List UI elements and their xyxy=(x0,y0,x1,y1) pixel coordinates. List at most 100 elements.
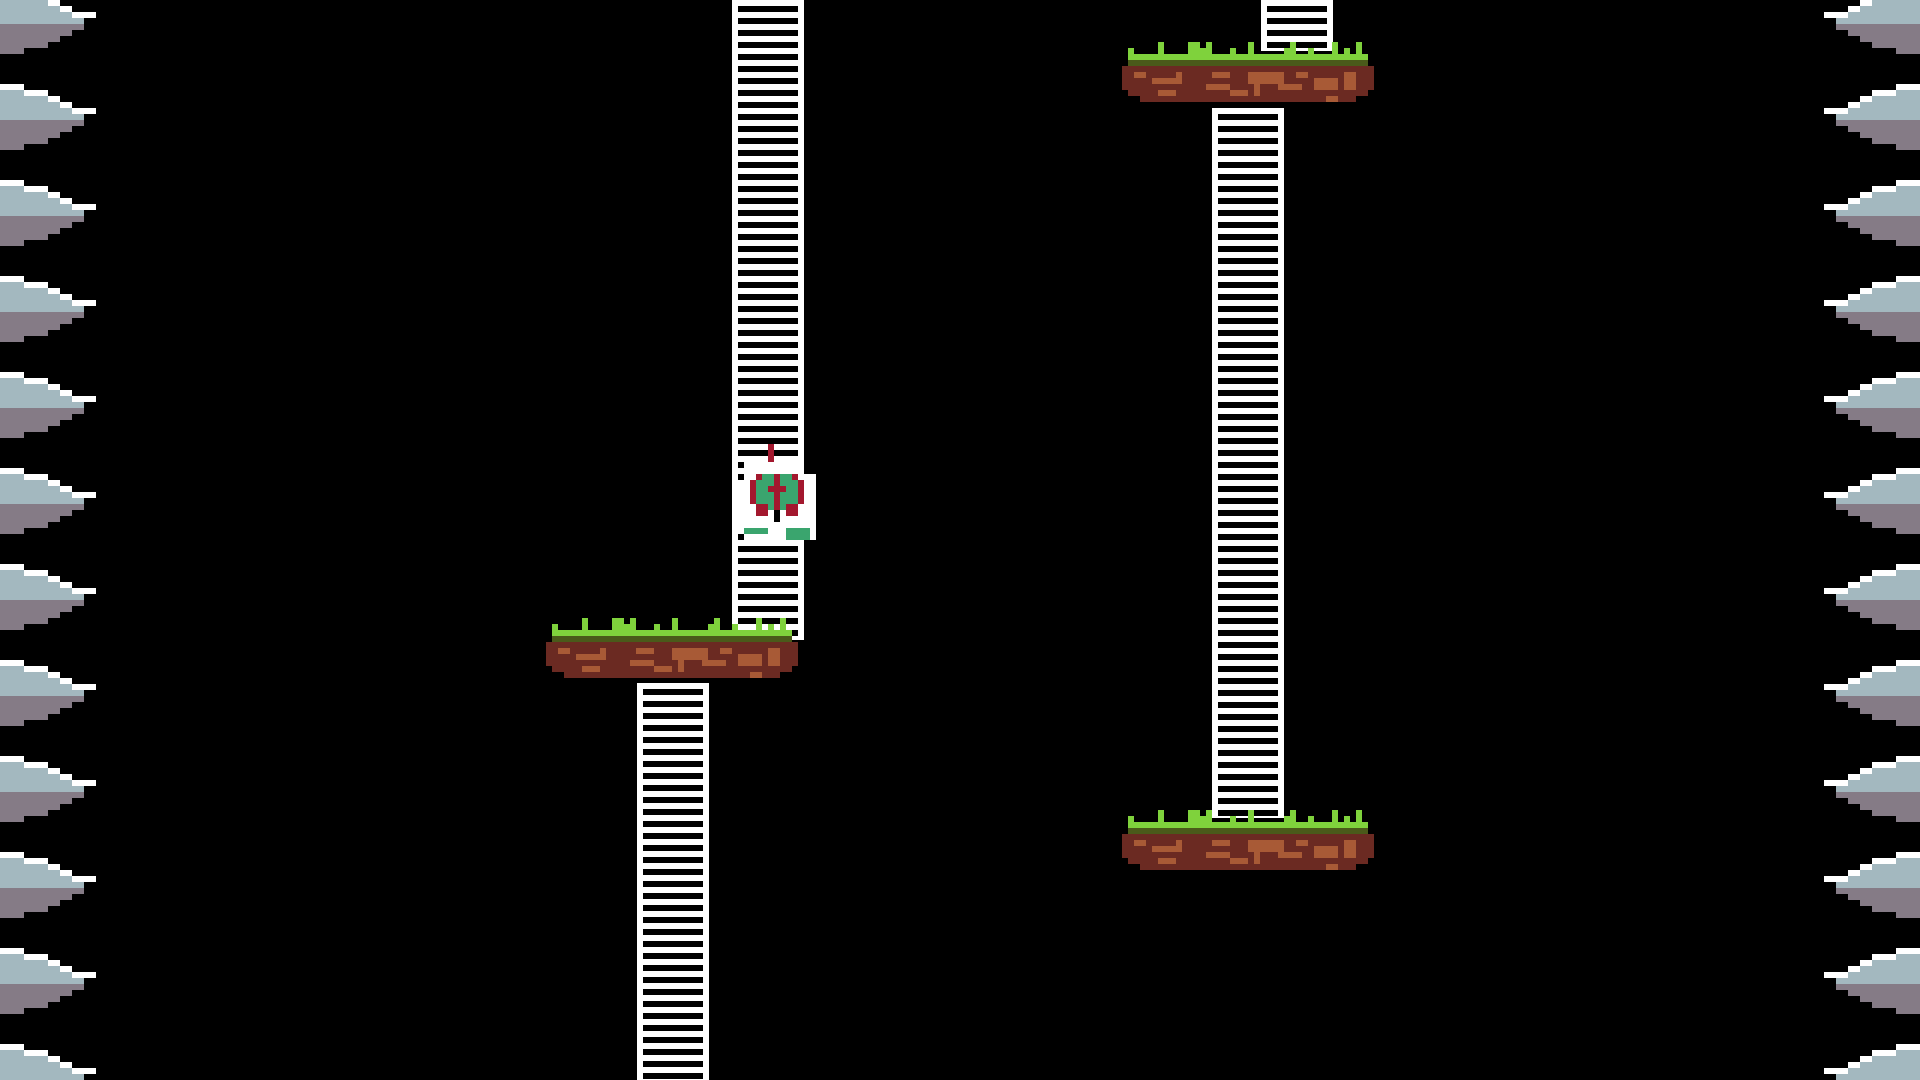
ladder-rung-gap xyxy=(738,402,798,408)
grass-blade xyxy=(1332,42,1338,54)
spike xyxy=(0,276,96,342)
ladder-rung-gap xyxy=(1218,786,1278,792)
ladder-rung-gap xyxy=(1218,342,1278,348)
ladder-rung-gap xyxy=(643,701,703,707)
ladder-rung-gap xyxy=(1218,594,1278,600)
ladder-rung-gap xyxy=(1218,522,1278,528)
ladder-rung-gap xyxy=(738,102,798,108)
ladder-rung-gap xyxy=(1218,270,1278,276)
grass-blade xyxy=(1188,810,1194,822)
spike xyxy=(0,660,96,726)
ladder-rung-gap xyxy=(738,114,798,120)
ladder-rung-gap xyxy=(1218,582,1278,588)
ladder-rung-gap xyxy=(643,773,703,779)
dirt-texture xyxy=(1278,84,1302,90)
ladder-rung-gap xyxy=(738,210,798,216)
ladder-rung-gap xyxy=(1218,126,1278,132)
grass-blade xyxy=(654,624,660,630)
ladder-rung-gap xyxy=(738,30,798,36)
dirt-texture xyxy=(1152,78,1176,84)
ladder-rung-gap xyxy=(1218,462,1278,468)
ladder-rung-gap xyxy=(738,54,798,60)
ladder-rung-gap xyxy=(1218,678,1278,684)
ladder-rung-gap xyxy=(738,342,798,348)
grass-blade xyxy=(1206,42,1212,54)
grass-blade xyxy=(1158,42,1164,54)
ladder-rung-gap xyxy=(1218,210,1278,216)
ladder-rung-gap xyxy=(1218,198,1278,204)
ladder-rung-gap xyxy=(643,1037,703,1043)
ladder-rung-gap xyxy=(738,270,798,276)
grass-blade xyxy=(1344,48,1350,54)
ladder-rung-gap xyxy=(1218,258,1278,264)
ladder-rung-gap xyxy=(1218,450,1278,456)
ladder-rung-gap xyxy=(643,845,703,851)
ladder-rung-gap xyxy=(1218,702,1278,708)
dirt-texture xyxy=(1314,78,1338,90)
grass-blade xyxy=(1248,42,1254,54)
spike xyxy=(1824,852,1920,918)
ladder-rung-gap xyxy=(1267,30,1327,36)
ladder-rung-gap xyxy=(738,246,798,252)
spike xyxy=(0,948,96,1014)
ladder-rung-gap xyxy=(1218,570,1278,576)
ladder-rung-gap xyxy=(738,174,798,180)
grass-blade xyxy=(714,618,720,630)
ladder-rung-gap xyxy=(1218,150,1278,156)
platforms xyxy=(546,42,1374,870)
dirt-texture xyxy=(600,648,606,660)
grass-blade xyxy=(1290,810,1296,822)
dirt-texture xyxy=(1152,846,1176,852)
ladder-rung-gap xyxy=(738,390,798,396)
ladder-rung-gap xyxy=(643,905,703,911)
ladder-rung-gap xyxy=(643,893,703,899)
ladder-rung-gap xyxy=(643,1013,703,1019)
ladder-rung-gap xyxy=(643,857,703,863)
dirt-texture xyxy=(1344,72,1356,90)
grass-blade xyxy=(756,618,762,630)
spike xyxy=(1824,756,1920,822)
spike xyxy=(1824,0,1920,54)
ladder xyxy=(637,683,709,1080)
ladder-rung-gap xyxy=(1218,246,1278,252)
ladder-rung-gap xyxy=(738,378,798,384)
ladder xyxy=(1261,0,1333,51)
grass-blade xyxy=(780,618,786,630)
spike xyxy=(0,0,96,54)
ladder-rung-gap xyxy=(643,749,703,755)
grass-blade xyxy=(1128,816,1134,822)
dirt-texture xyxy=(654,666,672,672)
spike xyxy=(0,564,96,630)
grass-blade xyxy=(552,624,558,630)
ladder-rung-gap xyxy=(738,414,798,420)
ladder-rung-gap xyxy=(643,821,703,827)
grass-blade xyxy=(1356,810,1362,822)
ladder-rung-gap xyxy=(643,785,703,791)
ladder-rung-gap xyxy=(1218,138,1278,144)
left-spike-wall xyxy=(0,0,96,1080)
ladder-rung-gap xyxy=(1218,558,1278,564)
dirt-texture xyxy=(558,648,570,654)
dirt-texture xyxy=(750,672,762,678)
ladder-rung-gap xyxy=(738,258,798,264)
ladder xyxy=(732,0,804,640)
dirt-texture xyxy=(1248,72,1284,84)
grass-blade xyxy=(1284,48,1290,54)
grass-blade xyxy=(672,618,678,630)
ladder-rung-gap xyxy=(1218,498,1278,504)
grass-blade xyxy=(630,618,636,630)
spike xyxy=(1824,1044,1920,1080)
ladder-rung-gap xyxy=(1218,378,1278,384)
ladder-rung-gap xyxy=(1218,486,1278,492)
spike xyxy=(1824,564,1920,630)
dirt-texture xyxy=(636,648,654,654)
grass-top xyxy=(1128,54,1368,60)
dirt-texture xyxy=(1134,840,1146,846)
grass-blade xyxy=(618,618,624,630)
player-foot xyxy=(744,528,768,534)
ladder-rung-gap xyxy=(1218,330,1278,336)
dirt-texture xyxy=(1158,90,1176,96)
spike xyxy=(0,756,96,822)
spike xyxy=(0,468,96,534)
spike xyxy=(1824,468,1920,534)
